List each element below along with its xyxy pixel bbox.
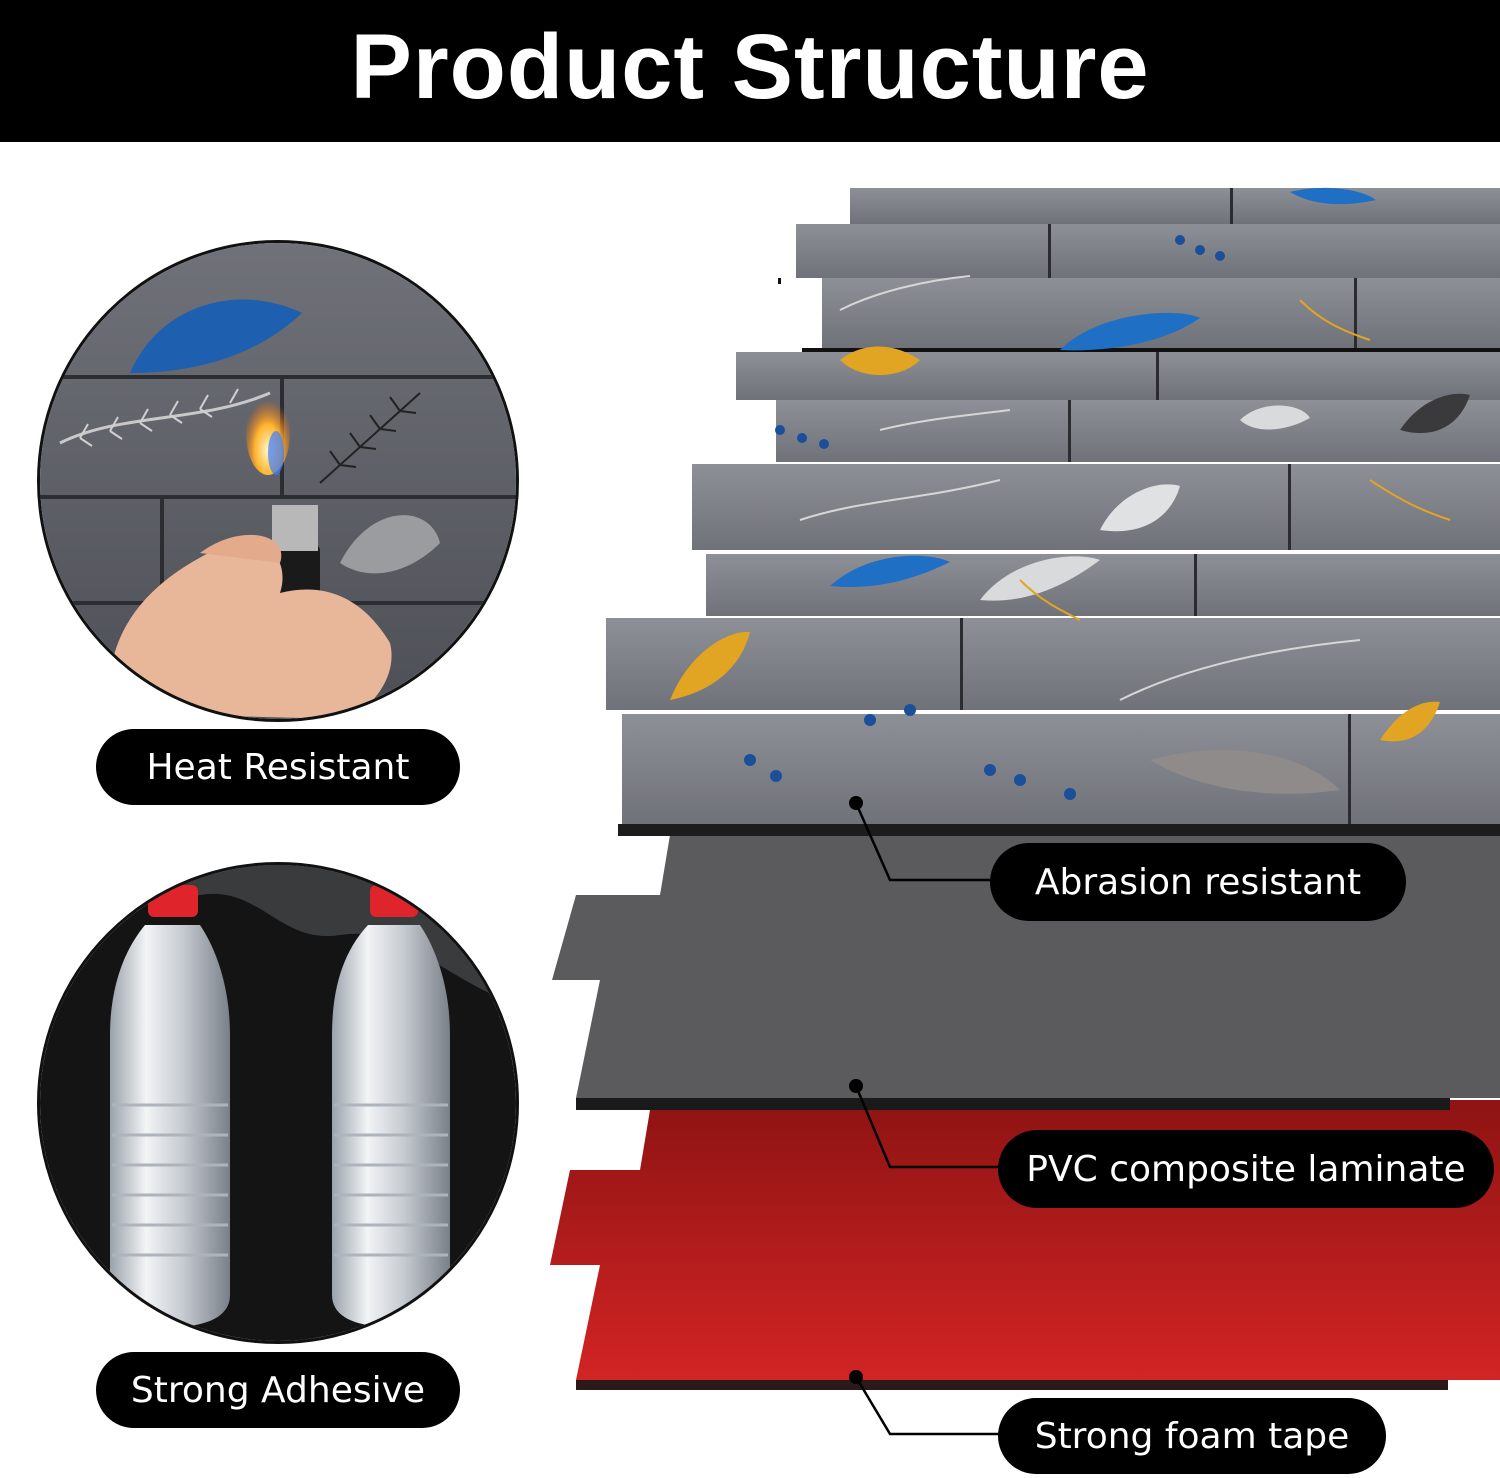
foam-tape-badge: Strong foam tape	[998, 1398, 1386, 1474]
abrasion-resistant-label: Abrasion resistant	[1034, 861, 1362, 903]
abrasion-resistant-badge: Abrasion resistant	[990, 843, 1406, 921]
heat-resistant-label: Heat Resistant	[146, 746, 410, 788]
foam-tape-label: Strong foam tape	[1034, 1415, 1350, 1457]
strong-adhesive-photo	[37, 862, 519, 1344]
pvc-laminate-badge: PVC composite laminate	[998, 1130, 1494, 1208]
heat-resistant-photo	[37, 240, 519, 722]
pvc-laminate-label: PVC composite laminate	[1026, 1148, 1466, 1190]
water-bottles-icon	[40, 865, 516, 1341]
heat-resistant-badge: Heat Resistant	[96, 729, 460, 805]
page-header: Product Structure	[0, 0, 1500, 142]
bottle-right	[332, 885, 450, 1327]
strong-adhesive-label: Strong Adhesive	[130, 1369, 426, 1411]
abrasion-resistant-layer	[606, 187, 1500, 836]
strong-adhesive-badge: Strong Adhesive	[96, 1352, 460, 1428]
layer-stack-illustration	[550, 187, 1500, 1390]
bottle-left	[110, 885, 230, 1327]
lighter-flame-icon	[40, 243, 516, 719]
page-title: Product Structure	[350, 15, 1150, 118]
